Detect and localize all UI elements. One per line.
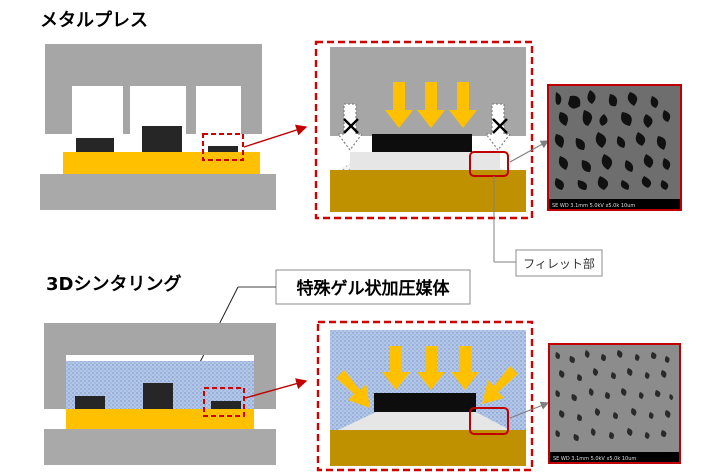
zoom-die-top bbox=[350, 152, 500, 170]
sem-image-top: SE WD 3.1mm 5.0kV x5.0k 10um bbox=[547, 84, 682, 211]
sinter-chip-left bbox=[75, 396, 105, 409]
sem-caption-bottom: SE WD 3.1mm 5.0kV x5.0k 10um bbox=[553, 456, 636, 462]
zoom-chip-top bbox=[372, 134, 472, 152]
base-plate-bottom bbox=[44, 429, 276, 465]
fillet-highlight-bottom bbox=[469, 407, 509, 435]
highlight-box-bottom bbox=[203, 387, 245, 417]
metal-press-title: メタルプレス bbox=[40, 9, 148, 31]
metal-press-head bbox=[45, 44, 262, 134]
cross-mark-right bbox=[492, 118, 508, 134]
highlight-box-top bbox=[202, 133, 244, 161]
fillet-highlight-top bbox=[469, 151, 509, 177]
sinter-press-head bbox=[44, 323, 276, 355]
sinter-press-side-right bbox=[254, 355, 276, 409]
chip-left bbox=[76, 138, 114, 152]
gel-medium-callout-box bbox=[275, 269, 471, 305]
sinter-chip-middle bbox=[143, 383, 173, 409]
fillet-callout-box bbox=[515, 249, 603, 277]
zoom-base-bottom bbox=[330, 430, 526, 466]
substrate-bottom bbox=[66, 409, 254, 429]
base-plate-top bbox=[40, 174, 276, 210]
zoom-pointer-bottom bbox=[244, 378, 308, 399]
fillet-bottom bbox=[338, 412, 510, 430]
zoom-pointer-top bbox=[243, 124, 308, 148]
zoom-press-recess-top bbox=[357, 126, 495, 136]
substrate-top bbox=[63, 152, 260, 174]
sinter-press-side-left bbox=[44, 355, 66, 409]
press-arrows-top bbox=[385, 82, 477, 128]
sinter-chip-right bbox=[211, 401, 241, 409]
gel-medium-callout-label: 特殊ゲル状加圧媒体 bbox=[297, 278, 451, 299]
chip-middle bbox=[142, 126, 182, 152]
chip-right bbox=[208, 146, 238, 154]
zoom-chip-bottom bbox=[374, 393, 476, 412]
cross-mark-left bbox=[343, 118, 359, 134]
sem-image-bottom: SE WD 3.1mm 5.0kV x5.0k 10um bbox=[548, 343, 681, 464]
fillet-callout-label: フィレット部 bbox=[523, 256, 595, 271]
sem-pointer-top bbox=[509, 140, 550, 163]
sintering-title: 3Dシンタリング bbox=[46, 273, 181, 295]
press-arrows-bottom bbox=[336, 346, 518, 408]
sem-pointer-bottom bbox=[509, 401, 550, 419]
sem-caption-top: SE WD 3.1mm 5.0kV x5.0k 10um bbox=[552, 203, 635, 209]
